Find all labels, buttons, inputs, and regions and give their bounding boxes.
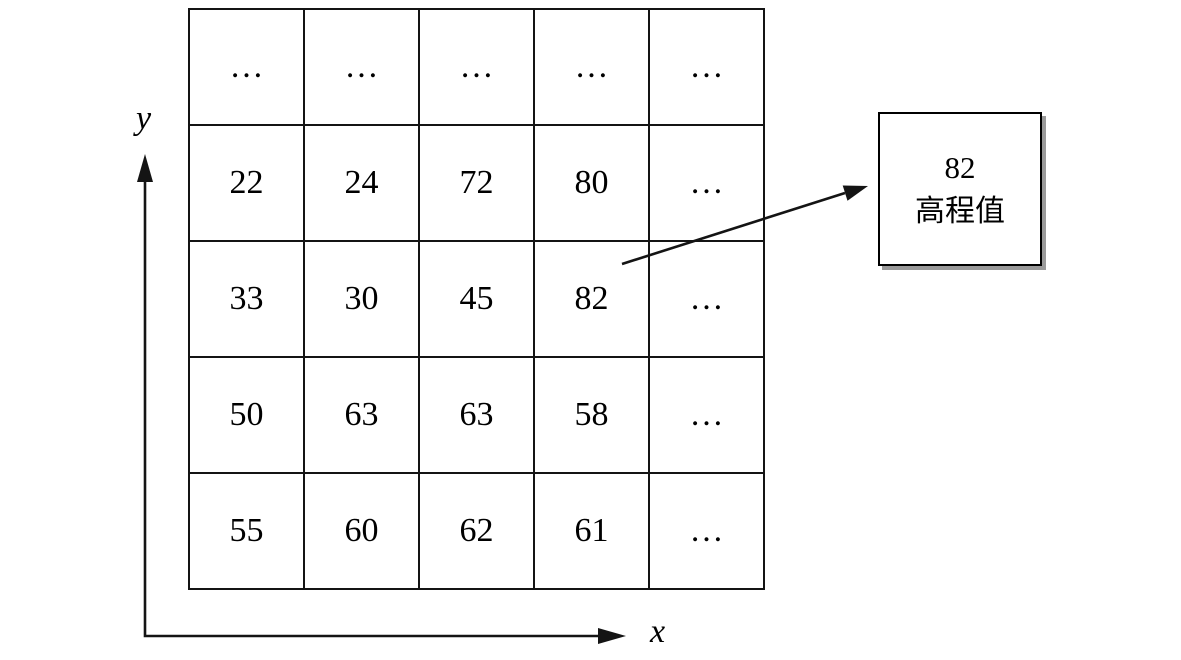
grid-cell: 22 xyxy=(190,126,305,242)
grid-cell: … xyxy=(650,126,765,242)
grid-cell: 63 xyxy=(305,358,420,474)
elevation-callout: 82 高程值 xyxy=(878,112,1042,266)
grid-cell: … xyxy=(650,474,765,590)
grid-cell: … xyxy=(650,242,765,358)
grid-cell: … xyxy=(535,10,650,126)
x-axis-arrow-icon xyxy=(598,628,626,644)
elevation-value: 82 xyxy=(944,149,976,185)
y-axis-arrow-icon xyxy=(137,154,153,182)
grid-cell: 55 xyxy=(190,474,305,590)
grid-cell: 30 xyxy=(305,242,420,358)
grid-cell: … xyxy=(650,358,765,474)
grid-cell: 45 xyxy=(420,242,535,358)
y-axis-label: y xyxy=(136,100,152,137)
grid-cell: 63 xyxy=(420,358,535,474)
grid-cell: 50 xyxy=(190,358,305,474)
grid-cell: … xyxy=(190,10,305,126)
dem-grid: … … … … … 22 24 72 80 … 33 30 45 82 … 50… xyxy=(188,8,765,590)
grid-cell: 72 xyxy=(420,126,535,242)
x-axis-label: x xyxy=(650,613,666,650)
grid-cell: 58 xyxy=(535,358,650,474)
grid-cell: 61 xyxy=(535,474,650,590)
grid-cell: 62 xyxy=(420,474,535,590)
annotation-arrow-head-icon xyxy=(842,185,868,201)
grid-cell-highlight-source: 82 xyxy=(535,242,650,358)
grid-cell: … xyxy=(650,10,765,126)
grid-cell: … xyxy=(305,10,420,126)
grid-cell: 33 xyxy=(190,242,305,358)
grid-cell: 24 xyxy=(305,126,420,242)
grid-cell: 80 xyxy=(535,126,650,242)
elevation-label: 高程值 xyxy=(915,194,1005,228)
grid-cell: 60 xyxy=(305,474,420,590)
grid-cell: … xyxy=(420,10,535,126)
